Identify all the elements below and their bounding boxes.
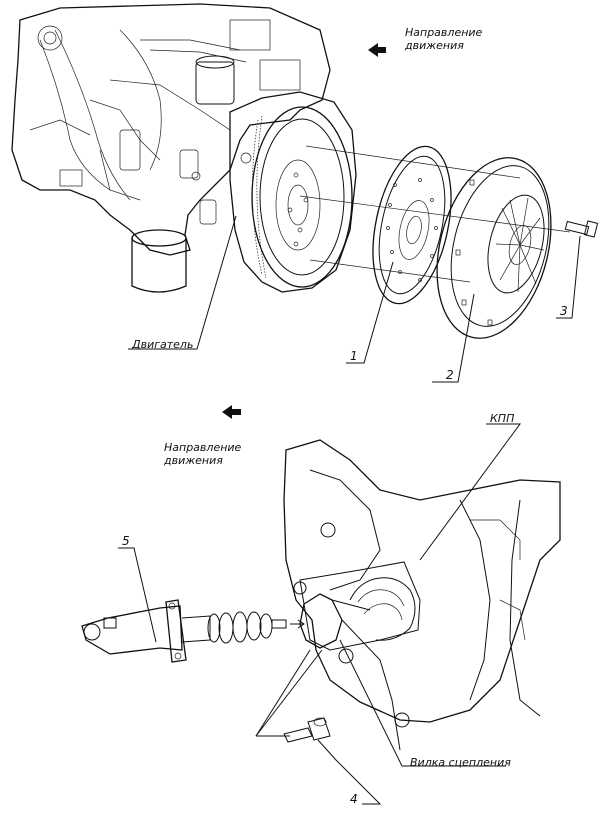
callout-1: 1 bbox=[350, 349, 358, 363]
release-boot bbox=[349, 577, 416, 641]
bolt-4 bbox=[283, 717, 331, 743]
direction-label-bottom-line1: Направление bbox=[164, 441, 242, 454]
dust-boot bbox=[207, 611, 273, 644]
direction-arrow-icon bbox=[222, 405, 241, 419]
flywheel-housing bbox=[229, 91, 357, 293]
engine-drawing bbox=[11, 3, 331, 293]
leader-lines-bottom bbox=[118, 423, 521, 805]
direction-label-bottom-line2: движения bbox=[164, 454, 223, 467]
clutch-disc bbox=[372, 145, 452, 305]
gearbox-housing bbox=[283, 439, 561, 728]
callout-3: 3 bbox=[560, 304, 568, 318]
direction-label-bottom: Направление движения bbox=[164, 441, 241, 467]
pressure-plate bbox=[436, 157, 552, 339]
slave-cylinder bbox=[81, 599, 305, 663]
engine-label: Двигатель bbox=[132, 338, 194, 351]
direction-label-top-line2: движения bbox=[405, 39, 464, 52]
direction-arrow-icon bbox=[368, 43, 386, 57]
alignment-line-upper bbox=[305, 145, 521, 179]
direction-label-top: Направление движения bbox=[405, 26, 482, 52]
clutch-fork bbox=[299, 593, 401, 751]
gearbox-label: КПП bbox=[490, 412, 515, 425]
callout-5: 5 bbox=[122, 534, 130, 548]
bolt-3 bbox=[564, 220, 599, 238]
fork-label: Вилка сцепления bbox=[410, 756, 511, 769]
callout-2: 2 bbox=[446, 368, 454, 382]
direction-label-top-line1: Направление bbox=[405, 26, 483, 39]
callout-4: 4 bbox=[350, 792, 358, 806]
leader-lines-top bbox=[128, 215, 581, 383]
